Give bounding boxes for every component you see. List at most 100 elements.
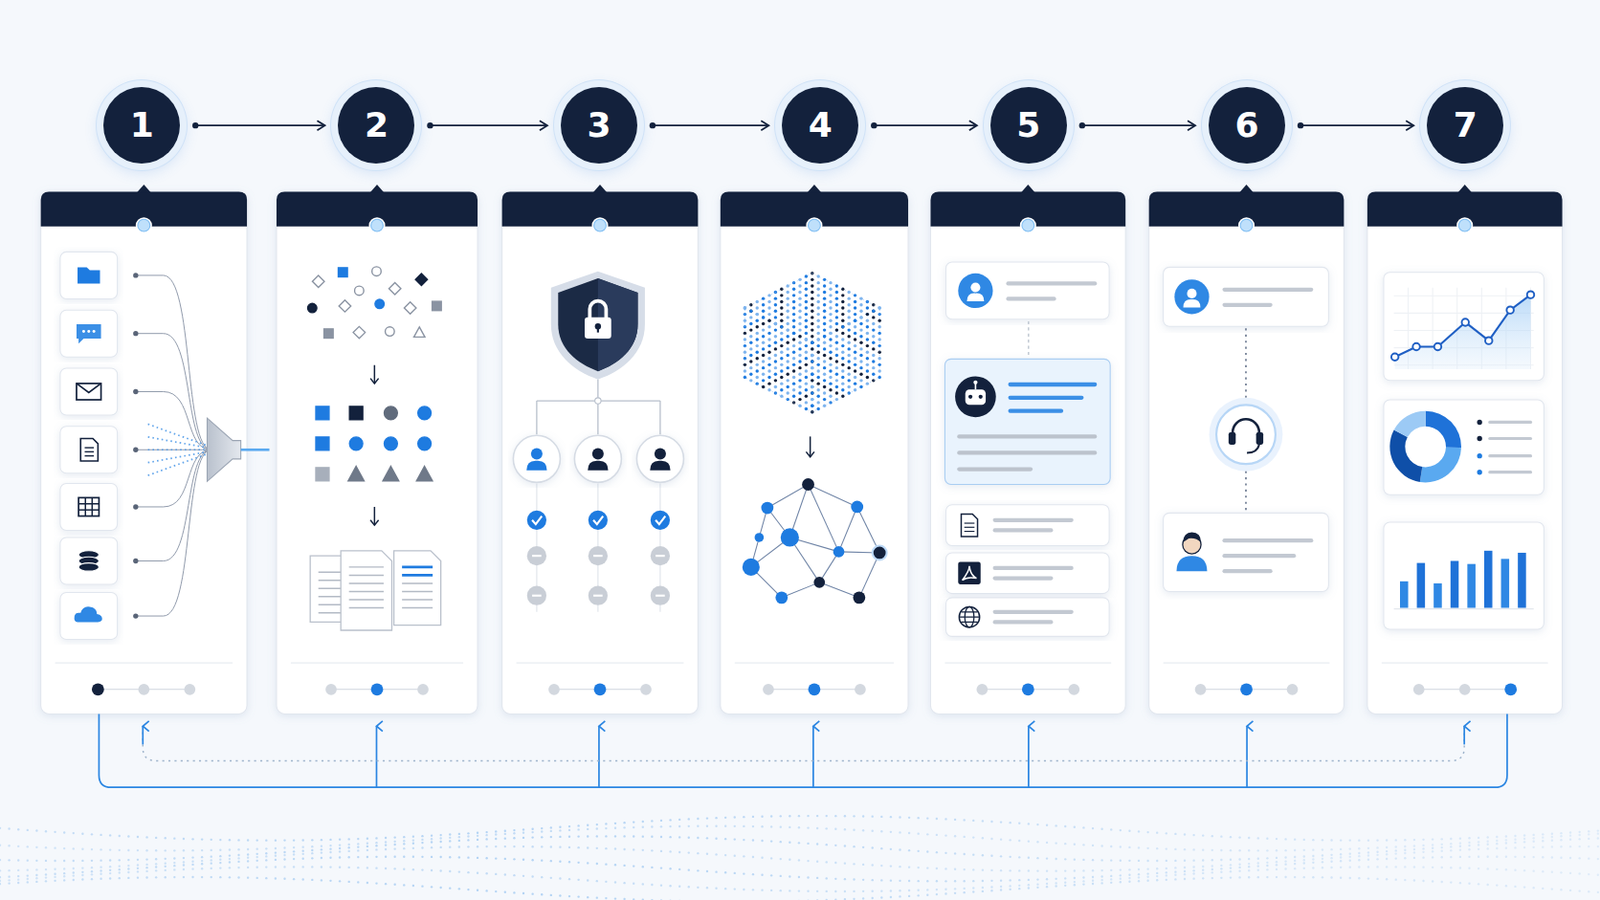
source-icon-part <box>78 497 99 516</box>
background-wave-part <box>200 863 203 866</box>
analytics-illustration <box>1383 272 1544 630</box>
background-wave-part <box>1330 861 1333 864</box>
background-wave-part <box>688 837 690 840</box>
background-wave-part <box>1459 845 1462 848</box>
background-wave-part <box>1091 883 1094 886</box>
background-wave-part <box>1238 836 1241 839</box>
background-wave-part <box>1533 887 1535 889</box>
background-wave-part <box>1330 839 1333 842</box>
background-wave-part <box>1477 867 1480 870</box>
embedding-illustration-part <box>852 591 866 604</box>
normalise-illustration-part <box>349 582 384 584</box>
background-wave-part <box>733 816 736 819</box>
background-wave-part <box>1128 877 1131 880</box>
handoff-illustration-part <box>1216 404 1276 465</box>
normalise-illustration-part <box>337 267 348 278</box>
background-wave-part <box>1422 851 1424 854</box>
embedding-illustration-part <box>846 359 850 363</box>
background-wave-part <box>1257 858 1260 861</box>
embedding-illustration-part <box>779 300 783 304</box>
background-wave-part <box>136 877 139 880</box>
background-wave-part <box>1036 869 1039 872</box>
background-wave-part <box>228 854 231 857</box>
normalise-illustration-part <box>315 437 330 451</box>
background-wave-part <box>466 888 469 891</box>
embedding-illustration-part <box>822 359 826 363</box>
embedding-illustration-part <box>859 341 863 345</box>
background-wave-part <box>512 891 515 894</box>
background-wave-part <box>935 867 938 870</box>
embedding-illustration-part <box>761 322 765 326</box>
background-wave-part <box>779 858 782 861</box>
background-wave-part <box>1082 876 1085 879</box>
background-wave-part <box>109 866 112 868</box>
background-wave-part <box>1082 844 1085 846</box>
embedding-illustration-part <box>841 306 845 310</box>
background-wave-part <box>1266 865 1268 867</box>
background-wave-part <box>1587 873 1590 876</box>
background-wave-part <box>302 849 305 852</box>
handoff-illustration-part <box>1183 299 1201 308</box>
background-wave-part <box>90 833 93 836</box>
background-wave-part <box>1395 857 1398 860</box>
access-control-illustration-part <box>512 435 560 483</box>
background-wave-part <box>871 897 874 900</box>
embedding-illustration-part <box>785 366 789 370</box>
embedding-illustration-part <box>749 354 753 357</box>
step-card <box>1149 184 1345 714</box>
background-wave-part <box>228 839 231 842</box>
background-wave-part <box>889 896 892 899</box>
step-card-part <box>734 663 894 665</box>
background-wave-part <box>898 889 901 892</box>
background-wave-part <box>963 868 966 871</box>
background-wave-part <box>1174 866 1177 869</box>
background-wave-part <box>155 849 157 852</box>
embedding-illustration-part <box>828 388 832 392</box>
background-wave-part <box>522 828 525 831</box>
background-wave-part <box>1082 883 1085 886</box>
background-wave-part <box>696 887 699 889</box>
background-wave-part <box>1137 873 1140 876</box>
embedding-illustration-part <box>785 359 789 363</box>
embedding-illustration-part <box>810 359 814 363</box>
background-wave-part <box>733 838 736 841</box>
background-wave-part <box>1165 874 1168 877</box>
background-wave-part <box>908 895 911 898</box>
handoff-illustration-part <box>1244 471 1246 512</box>
background-wave-part <box>256 860 259 863</box>
background-wave-part <box>1459 842 1462 845</box>
background-wave-part <box>1349 856 1352 859</box>
background-wave-part <box>568 861 571 864</box>
background-wave-part <box>844 898 846 900</box>
normalise-illustration-part <box>432 301 443 312</box>
background-wave-part <box>421 846 423 849</box>
background-wave-part <box>26 860 29 863</box>
background-wave-part <box>1091 869 1094 872</box>
background-wave-part <box>1091 844 1094 847</box>
assistant-illustration-part <box>958 450 1095 455</box>
embedding-illustration-part <box>798 373 801 377</box>
background-wave-part <box>798 889 800 892</box>
embedding-illustration-part <box>866 344 869 348</box>
embedding-illustration-part <box>767 485 809 510</box>
embedding-illustration-part <box>774 354 778 357</box>
background-wave-part <box>7 869 10 872</box>
background-wave-part <box>0 844 1 847</box>
background-wave-part <box>1027 869 1030 872</box>
background-wave-part <box>733 825 736 828</box>
background-wave-part <box>320 879 323 882</box>
embedding-illustration-part <box>810 341 814 345</box>
background-wave-part <box>550 894 553 897</box>
background-wave-part <box>1082 869 1085 872</box>
background-wave-part <box>917 894 920 897</box>
background-wave-part <box>604 822 607 825</box>
background-wave-part <box>596 847 599 850</box>
background-wave-part <box>779 841 782 844</box>
embedding-illustration-part <box>877 376 881 379</box>
background-wave-part <box>439 841 442 844</box>
background-wave-part <box>1357 852 1360 855</box>
background-wave-part <box>1284 876 1287 879</box>
embedding-illustration-part <box>819 582 860 599</box>
step-card-part <box>502 191 699 714</box>
